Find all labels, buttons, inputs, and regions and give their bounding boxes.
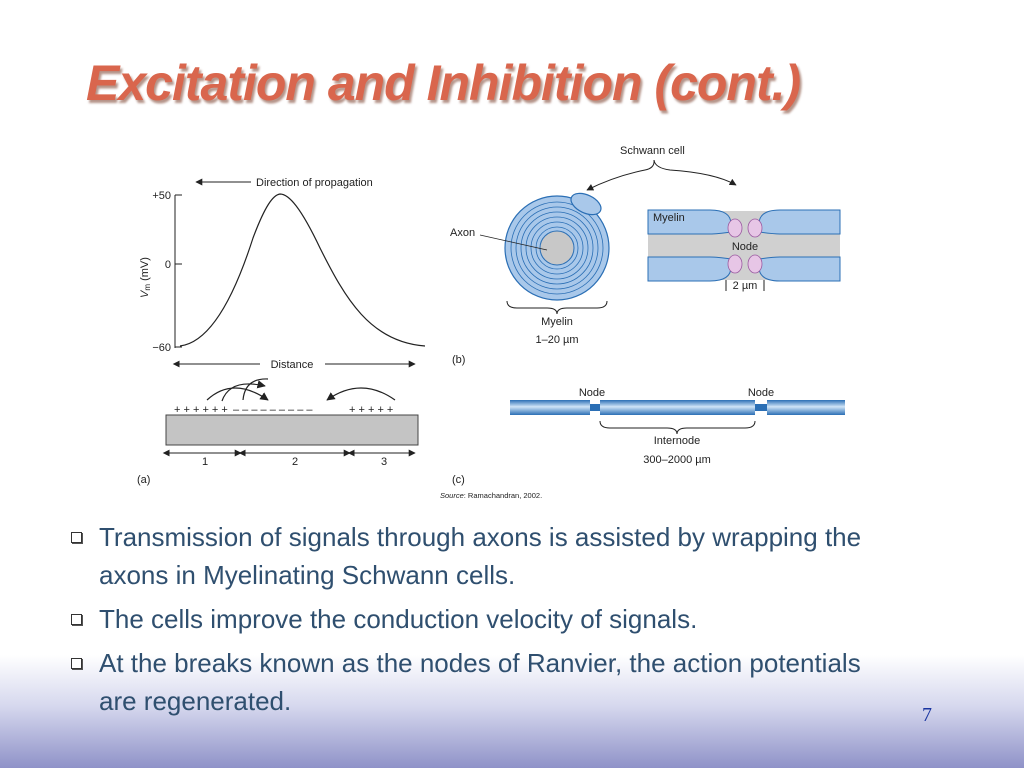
bullet-text-3: At the breaks known as the nodes of Ranv…: [99, 648, 861, 716]
myelin-ring-5: [530, 221, 584, 275]
square-bullet-icon: [71, 614, 82, 625]
myelin-bottom-left: [647, 256, 732, 282]
region-2-label: 2: [292, 456, 298, 468]
bullet-text-1: Transmission of signals through axons is…: [99, 522, 862, 590]
current-arrow-1b: [221, 380, 266, 402]
axon-membrane: [165, 414, 419, 446]
internode-label: Internode: [654, 435, 700, 447]
node-longitudinal-section: [647, 209, 841, 282]
axon-label: Axon: [450, 227, 475, 239]
charges-top-right: + + + + +: [349, 404, 393, 416]
panel-c: Node Node Internode 300–2000 µm (c): [452, 387, 845, 486]
myelin-segment-1: [510, 400, 590, 415]
myelin-top-right: [758, 209, 841, 235]
myelin-segment-2: [600, 400, 755, 415]
schwann-cell-body: [570, 192, 602, 216]
bullet-text-2: The cells improve the conduction velocit…: [99, 604, 698, 634]
myelin-ring-1: [510, 201, 604, 295]
square-bullet-icon: [71, 532, 82, 543]
direction-label: Direction of propagation: [256, 177, 373, 189]
axon-pointer: [479, 234, 548, 251]
myelin-ring-3: [520, 211, 594, 285]
y-axis-label-sub: m: [143, 284, 152, 291]
internode-brace: [599, 420, 756, 435]
source-text: : Ramachandran, 2002.: [464, 491, 542, 500]
figure-nerve-conduction: +50 0 −60 Vm (mV) Direction of propagati…: [125, 138, 860, 506]
square-bullet-icon: [71, 658, 82, 669]
figure-svg: +50 0 −60 Vm (mV) Direction of propagati…: [137, 145, 845, 500]
node-right-label: Node: [748, 387, 774, 399]
footer-gradient: [0, 655, 1024, 768]
myelin-brace: [506, 300, 608, 315]
node-gap-1: [590, 404, 600, 411]
node-label: Node: [732, 241, 758, 253]
y-axis-label-unit: (mV): [139, 257, 151, 284]
action-potential-curve: [179, 193, 426, 347]
bullet-item-1: Transmission of signals through axons is…: [68, 518, 888, 594]
panel-b: Axon Schwann cell Myelin 1–20 µm Mye: [450, 145, 841, 366]
figure-source: Source: Ramachandran, 2002.: [440, 491, 542, 500]
y-tick-top: +50: [152, 190, 171, 202]
schwann-arrow-right: [653, 159, 737, 186]
y-tick-mid: 0: [165, 259, 171, 271]
node-loop-tr: [747, 218, 763, 238]
region-3-label: 3: [381, 456, 387, 468]
node-left-label: Node: [579, 387, 605, 399]
slide-title: Excitation and Inhibition (cont.): [86, 55, 801, 111]
schwann-arrow-left: [586, 159, 655, 191]
bullet-item-3: At the breaks known as the nodes of Ranv…: [68, 644, 888, 720]
region-1-label: 1: [202, 456, 208, 468]
panel-a: +50 0 −60 Vm (mV) Direction of propagati…: [137, 177, 426, 486]
y-axis-label: Vm (mV): [139, 257, 152, 298]
slide-number: 7: [922, 704, 932, 726]
y-tick-bottom: −60: [152, 342, 171, 354]
myelin-cross-section: [504, 192, 610, 301]
myelin-ring-6: [535, 226, 579, 270]
schwann-cell-label: Schwann cell: [620, 145, 685, 157]
source-prefix: Source: [440, 491, 464, 500]
myelin-label: Myelin: [541, 316, 573, 328]
myelin-thickness-label: 1–20 µm: [535, 334, 578, 346]
myelin-ring-2: [515, 206, 599, 290]
myelin-inner-label: Myelin: [653, 212, 685, 224]
node-loop-tl: [727, 218, 743, 238]
bullet-item-2: The cells improve the conduction velocit…: [68, 600, 888, 638]
current-arrow-right: [326, 387, 396, 401]
distance-label: Distance: [271, 359, 314, 371]
charges-top-mid: – – – – – – – – –: [233, 404, 313, 416]
panel-b-label: (b): [452, 354, 465, 366]
axon-core: [539, 230, 575, 266]
charges-top-left: + + + + + +: [174, 404, 228, 416]
node-loop-br: [747, 254, 763, 274]
panel-c-label: (c): [452, 474, 465, 486]
node-loop-bl: [727, 254, 743, 274]
bullet-list: Transmission of signals through axons is…: [68, 518, 888, 726]
node-gap-2: [755, 404, 767, 411]
y-axis-label-v: V: [139, 289, 151, 298]
myelin-segment-3: [767, 400, 845, 415]
internode-length-label: 300–2000 µm: [643, 454, 711, 466]
node-width-label: 2 µm: [733, 280, 758, 292]
panel-a-label: (a): [137, 474, 150, 486]
current-arrow-left: [206, 387, 269, 401]
myelin-bottom-right: [758, 256, 841, 282]
myelin-ring-4: [525, 216, 589, 280]
